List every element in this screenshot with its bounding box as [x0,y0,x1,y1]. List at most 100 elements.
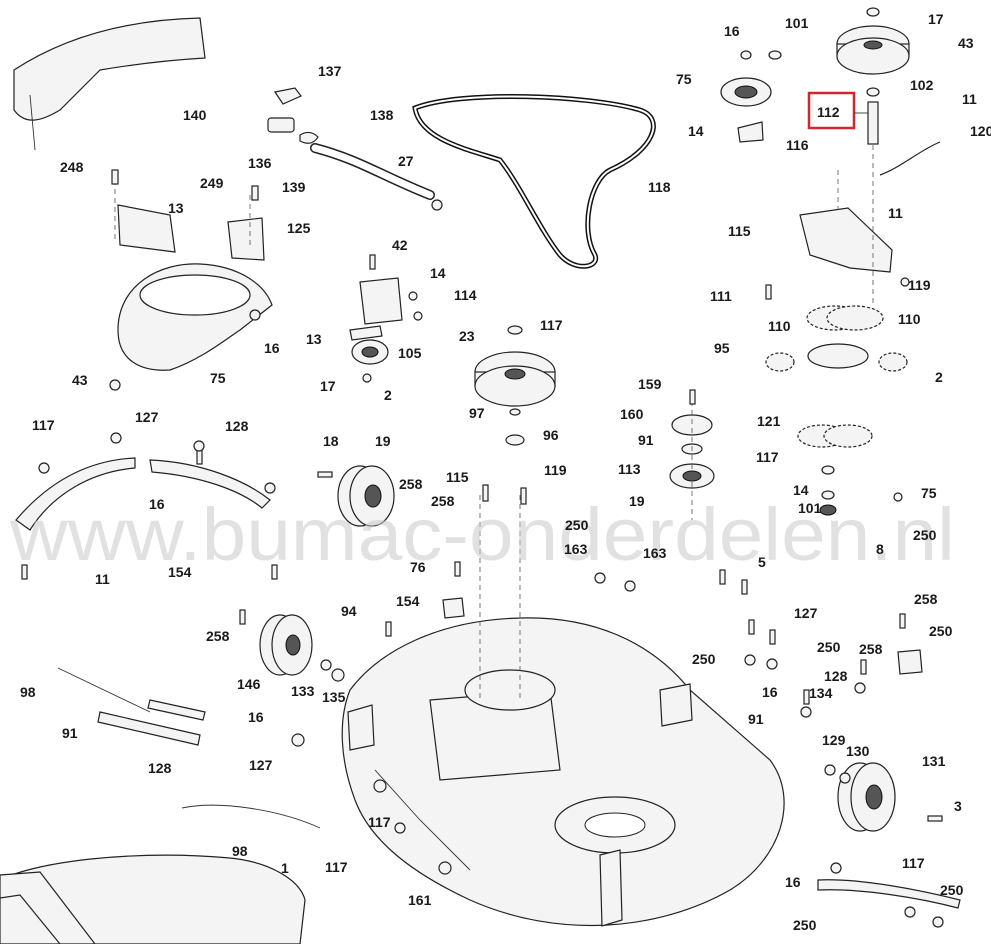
callout-label: 121 [757,413,781,429]
callout-label: 19 [375,433,391,449]
bracket-14 [349,325,383,341]
callout-label: 146 [237,676,261,692]
callout-label: 250 [692,651,716,667]
gasket-111 [807,343,869,369]
callout-label: 16 [264,340,280,356]
part-drawings [0,7,961,944]
cover-opening [139,274,251,316]
wheel-128-upper [337,465,395,527]
callout-label: 129 [822,732,846,748]
callout-label: 2 [384,387,392,403]
callout-label: 117 [756,449,779,465]
callout-label: 16 [724,23,740,39]
callout-label: 43 [72,372,88,388]
callout-label: 127 [135,409,159,425]
rod-120 [879,141,941,176]
callout-label: 113 [618,461,641,477]
callout-label: 27 [398,153,414,169]
callout-label: 98 [232,843,248,859]
callout-label: 137 [318,63,342,79]
bracket-94 [897,649,923,675]
callout-label: 250 [929,623,953,639]
deck-spindle-left [464,669,556,711]
callout-label: 17 [928,11,944,27]
callout-label: 134 [809,685,833,701]
callout-label: 98 [20,684,36,700]
callout-label: 135 [322,689,346,705]
callout-label: 14 [430,265,446,281]
highlight-box-112 [807,91,856,130]
callout-label: 159 [638,376,662,392]
callout-label: 250 [565,517,589,533]
callout-label: 258 [859,641,883,657]
plate-118 [799,207,893,273]
callout-label: 118 [648,179,671,195]
bracket-deck-left [347,704,375,751]
rod-134 [57,667,151,713]
callout-label: 117 [368,814,391,830]
callout-label: 16 [762,684,778,700]
callout-label: 249 [200,175,224,191]
callout-label: 250 [793,917,817,933]
callout-label: 128 [148,760,172,776]
bracket-248 [117,204,176,253]
spindle-112 [867,101,879,145]
callout-label: 115 [728,223,751,239]
fitting-136 [267,117,295,133]
callout-label: 11 [95,571,110,587]
callout-label: 42 [392,237,408,253]
callout-label: 138 [370,107,394,123]
callout-label: 14 [793,482,809,498]
bracket-125 [359,277,403,325]
callout-label: 250 [913,527,937,543]
bracket-deck-right [659,683,693,727]
bar-161 [817,879,961,909]
callout-label: 117 [32,417,55,433]
callout-label: 160 [620,406,644,422]
callout-label: 161 [408,892,432,908]
frame-bottom [0,871,96,944]
callout-label: 91 [638,432,654,448]
callout-label: 14 [688,123,704,139]
gear-110-right [878,352,908,372]
callout-label: 76 [410,559,426,575]
callout-label: 119 [544,462,567,478]
callout-label: 13 [306,331,322,347]
watermark-text: www.bumac-onderdelen.nl [9,493,955,576]
fitting-76 [442,597,465,619]
callout-label: 250 [817,639,841,655]
callout-label: 75 [676,71,692,87]
callout-label: 127 [249,757,273,773]
rail-159 [15,457,136,531]
callout-label: 258 [431,493,455,509]
lever-133 [97,711,201,746]
callout-label: 23 [459,328,475,344]
spring-146 [147,699,206,721]
bolts [21,169,944,928]
callout-label: 105 [398,345,422,361]
fitting-137 [274,87,302,105]
callout-label: 136 [248,155,272,171]
callout-label: 133 [291,683,315,699]
callout-label: 117 [902,855,925,871]
callout-label: 139 [282,179,306,195]
callout-label: 115 [446,469,469,485]
callout-label: 16 [248,709,264,725]
clip-139 [299,131,319,144]
callout-label: 248 [60,159,84,175]
callout-label: 96 [543,427,559,443]
wheel-128-left [259,614,313,676]
gear-pair-119-lower [797,424,873,448]
bracket-deck-front [599,849,623,927]
gear-pair-119-upper [806,305,884,331]
callout-label: 114 [454,287,477,303]
callout-label: 258 [399,476,423,492]
bracket-249 [227,217,265,261]
callout-label: 91 [62,725,78,741]
gear-110-left [765,352,795,372]
callout-label: 111 [710,288,732,304]
callout-label: 125 [287,220,311,236]
belt-27 [412,93,656,269]
callout-label: 43 [958,35,974,51]
